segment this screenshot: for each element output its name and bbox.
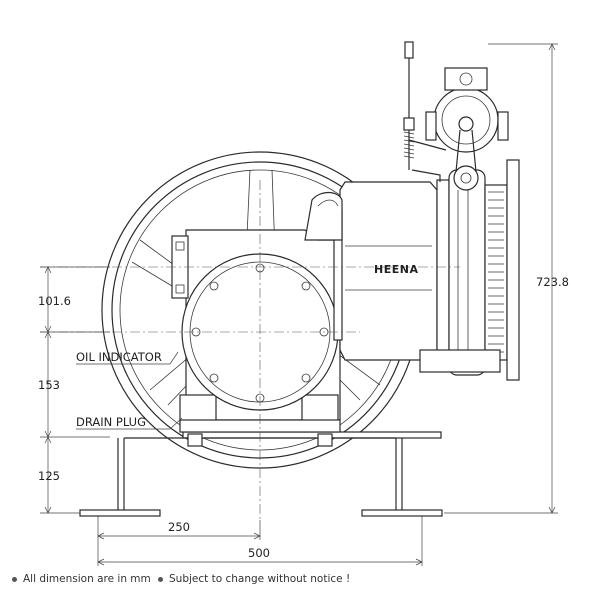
dim-base-height: 125 xyxy=(38,469,60,483)
callout-drain-plug: DRAIN PLUG xyxy=(76,415,146,429)
note-units: All dimension are in mm xyxy=(12,573,151,585)
dimension-lines xyxy=(40,43,558,566)
base-stand xyxy=(79,431,443,517)
dim-overall-height: 723.8 xyxy=(536,275,569,289)
note-disclaimer-text: Subject to change without notice ! xyxy=(169,573,351,585)
dim-middle-height: 153 xyxy=(38,378,60,392)
note-disclaimer: Subject to change without notice ! xyxy=(158,573,350,585)
dim-half-width: 250 xyxy=(168,520,190,534)
brake-assembly xyxy=(419,67,520,381)
callout-oil-indicator: OIL INDICATOR xyxy=(76,350,162,364)
release-lever xyxy=(403,41,447,182)
dim-full-width: 500 xyxy=(248,546,270,560)
motor-housing xyxy=(304,181,438,361)
brand-label: HEENA xyxy=(374,263,418,276)
center-lines xyxy=(40,180,460,520)
note-units-text: All dimension are in mm xyxy=(23,573,151,585)
dim-upper-offset: 101.6 xyxy=(38,294,71,308)
bullet-icon xyxy=(12,576,17,582)
bullet-icon xyxy=(158,576,163,582)
